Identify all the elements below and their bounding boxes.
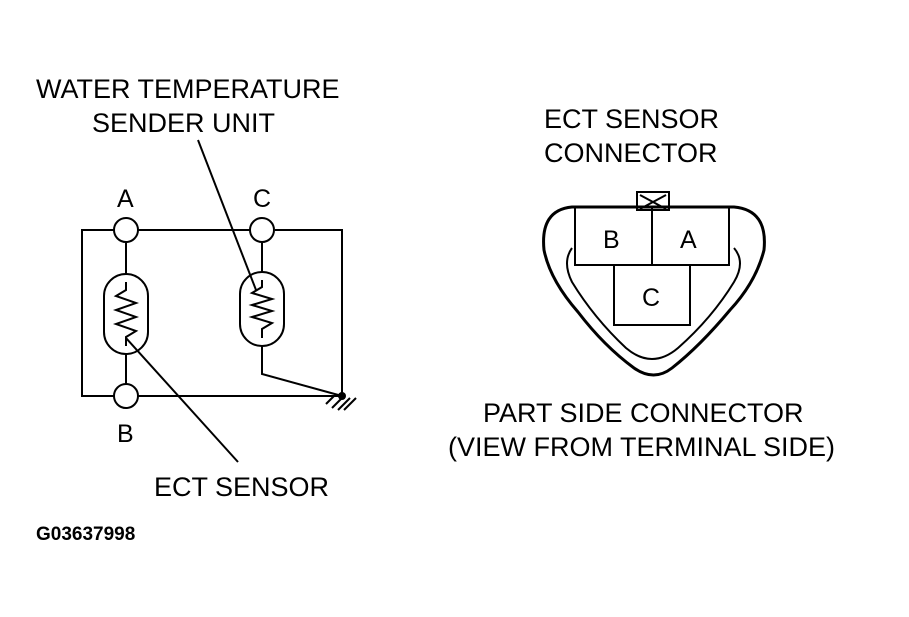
ground-icon — [325, 392, 357, 411]
connector-title-2: CONNECTOR — [544, 138, 718, 168]
connector-caption-1: PART SIDE CONNECTOR — [483, 398, 804, 428]
ect-leader-line — [125, 337, 239, 463]
pin-b-label: B — [603, 226, 620, 254]
connector-inner-rim — [566, 247, 741, 360]
connector-caption-2: (VIEW FROM TERMINAL SIDE) — [448, 432, 835, 462]
pin-c-label: C — [642, 284, 660, 312]
circuit-wire-loop — [81, 229, 343, 397]
terminal-b-node — [113, 383, 139, 409]
ect-sensor-capsule — [103, 273, 149, 355]
terminal-a-label: A — [117, 185, 134, 213]
terminal-c-label: C — [253, 185, 271, 213]
cavity-c — [613, 264, 691, 326]
terminal-c-node — [249, 217, 275, 243]
ect-sensor-zigzag — [112, 282, 140, 346]
figure-code: G03637998 — [36, 524, 135, 545]
connector-title-1: ECT SENSOR — [544, 104, 719, 134]
terminal-a-node — [113, 217, 139, 243]
pin-a-label: A — [680, 226, 697, 254]
sender-unit-label-2: SENDER UNIT — [92, 108, 275, 138]
sender-leader-line — [197, 139, 257, 291]
terminal-b-label: B — [117, 420, 134, 448]
ect-sensor-label: ECT SENSOR — [154, 472, 329, 502]
sender-unit-label-1: WATER TEMPERATURE — [36, 74, 340, 104]
connector-view: ECT SENSOR CONNECTOR B A C PART SIDE CON… — [448, 104, 835, 462]
sender-unit-capsule — [239, 271, 285, 347]
sender-unit-zigzag — [248, 280, 276, 338]
circuit-schematic: WATER TEMPERATURE SENDER UNIT A C B ECT … — [36, 74, 357, 502]
connector-outer-shell — [542, 205, 766, 377]
sender-lead-ground — [261, 346, 343, 397]
